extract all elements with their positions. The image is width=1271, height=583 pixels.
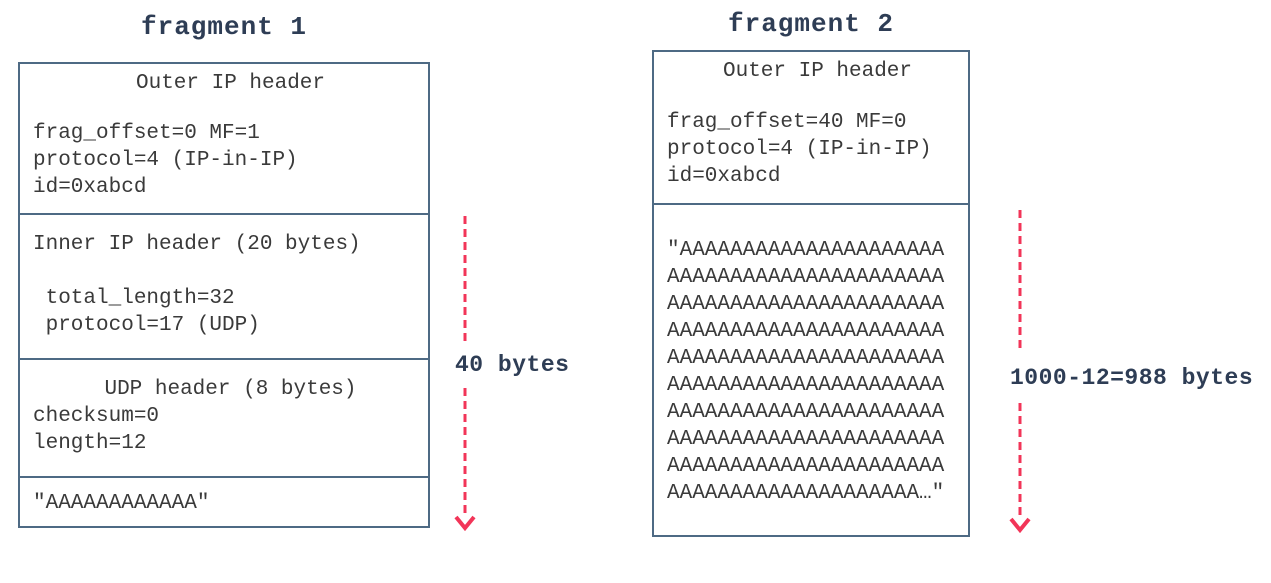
fragment2-outer-ip-header-section: Outer IP header frag_offset=40 MF=0 prot… [654, 52, 968, 205]
dashed-line-segment [1018, 403, 1022, 519]
dashed-line-segment [1018, 210, 1022, 353]
udp-header-heading: UDP header (8 bytes) [104, 378, 357, 401]
fragment2-size-label: 1000-12=988 bytes [1010, 365, 1254, 391]
dashed-line-segment [463, 388, 467, 517]
fragment1-outer-ip-header-section: Outer IP header frag_offset=0 MF=1 proto… [20, 64, 428, 215]
fragment1-title: fragment 1 [140, 12, 308, 42]
fragment1-box: Outer IP header frag_offset=0 MF=1 proto… [18, 62, 430, 528]
fragment2-box: Outer IP header frag_offset=40 MF=0 prot… [652, 50, 970, 537]
outer-ip-header-heading: Outer IP header [135, 72, 326, 95]
udp-header-fields: checksum=0 length=12 [33, 405, 160, 455]
fragment2-payload-section: "AAAAAAAAAAAAAAAAAAAAA AAAAAAAAAAAAAAAAA… [654, 205, 968, 535]
arrow-down-icon [1009, 517, 1031, 534]
fragment1-payload-text: "AAAAAAAAAAAA" [33, 492, 210, 515]
outer-ip-header-heading: Outer IP header [722, 60, 913, 83]
fragment2-payload-text: "AAAAAAAAAAAAAAAAAAAAA AAAAAAAAAAAAAAAAA… [667, 239, 945, 505]
dashed-line-segment [463, 216, 467, 343]
arrow-down-icon [454, 515, 476, 532]
fragment1-size-arrow: 40 bytes [454, 216, 569, 532]
outer-ip-header-fields: frag_offset=0 MF=1 protocol=4 (IP-in-IP)… [33, 122, 298, 199]
fragment2-title: fragment 2 [727, 9, 895, 39]
fragment1-udp-header-section: UDP header (8 bytes) checksum=0 length=1… [20, 360, 428, 478]
fragment1-size-label: 40 bytes [455, 352, 570, 378]
fragment2-size-arrow: 1000-12=988 bytes [1009, 210, 1253, 534]
fragment1-inner-ip-header-section: Inner IP header (20 bytes) total_length=… [20, 215, 428, 360]
fragment1-payload-section: "AAAAAAAAAAAA" [20, 478, 428, 526]
outer-ip-header-fields: frag_offset=40 MF=0 protocol=4 (IP-in-IP… [667, 111, 932, 188]
inner-ip-header-fields: Inner IP header (20 bytes) total_length=… [33, 233, 361, 337]
